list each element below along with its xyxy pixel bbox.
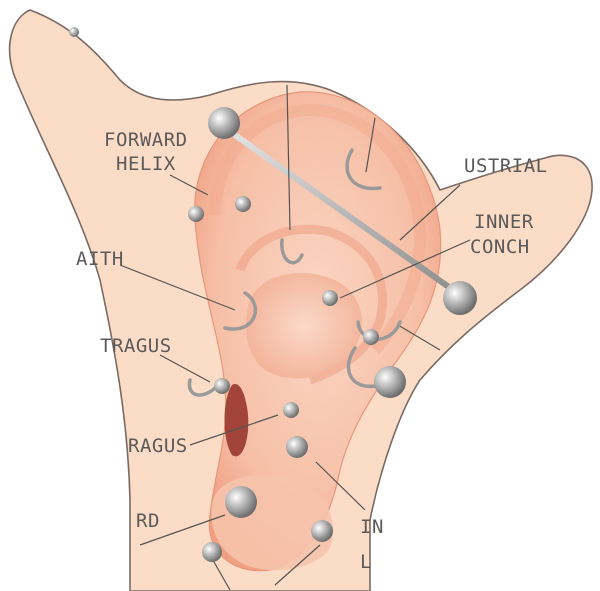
label-industrial: USTRIAL	[464, 155, 548, 177]
leader-anti-tragus	[189, 414, 279, 446]
stud-lobe-upper	[286, 436, 308, 458]
stud-lobe-lower-right	[311, 520, 333, 542]
leader-inner-conch	[339, 239, 471, 299]
label-forward-helix-1: FORWARD	[104, 129, 188, 151]
ring-rook	[280, 238, 304, 265]
stud-tragus	[214, 378, 230, 394]
leader-right	[397, 324, 441, 351]
stud-forward-helix-1	[188, 206, 204, 222]
stud-standard-lobe	[225, 486, 257, 518]
label-forward-helix-2: HELIX	[116, 153, 176, 175]
industrial-bar	[232, 132, 463, 298]
leader-top-right	[365, 117, 376, 173]
stud-lobe-lower-left	[202, 542, 222, 562]
label-tragus: TRAGUS	[100, 335, 172, 357]
leader-top	[286, 84, 291, 231]
leader-bottom-right	[274, 544, 321, 586]
stud-anti-tragus	[283, 402, 299, 418]
leader-forward-helix	[169, 174, 209, 196]
label-inner-conch-1: INNER	[474, 211, 534, 233]
label-standard-lobe: RD	[136, 510, 160, 532]
ear-canal	[224, 384, 249, 457]
stud-conch-lower	[363, 329, 379, 345]
stud-industrial-end	[443, 281, 477, 315]
stud-inner-conch	[322, 290, 338, 306]
label-anti-tragus: RAGUS	[128, 435, 188, 457]
ring-daith	[223, 291, 257, 331]
ring-snug	[346, 346, 382, 389]
leader-industrial	[399, 184, 461, 241]
stud-forward-helix-2	[235, 196, 251, 212]
stud-helix-top	[208, 107, 240, 139]
leader-tragus	[159, 354, 211, 383]
piercing-studs	[69, 27, 477, 562]
leader-standard	[139, 514, 226, 546]
leader-daith	[119, 264, 236, 311]
leader-inner-lobe	[315, 461, 366, 511]
label-inner-conch-2: CONCH	[470, 236, 530, 258]
stud-snug	[374, 366, 406, 398]
label-inner-lobe-1: IN	[360, 516, 384, 538]
label-inner-lobe-2: L	[360, 551, 372, 573]
ear-antihelix	[235, 224, 388, 385]
labels: FORWARD HELIX USTRIAL INNER CONCH AITH T…	[76, 129, 548, 573]
ring-top-right	[345, 148, 382, 191]
stud-thumb	[69, 27, 79, 37]
label-daith: AITH	[76, 248, 124, 270]
